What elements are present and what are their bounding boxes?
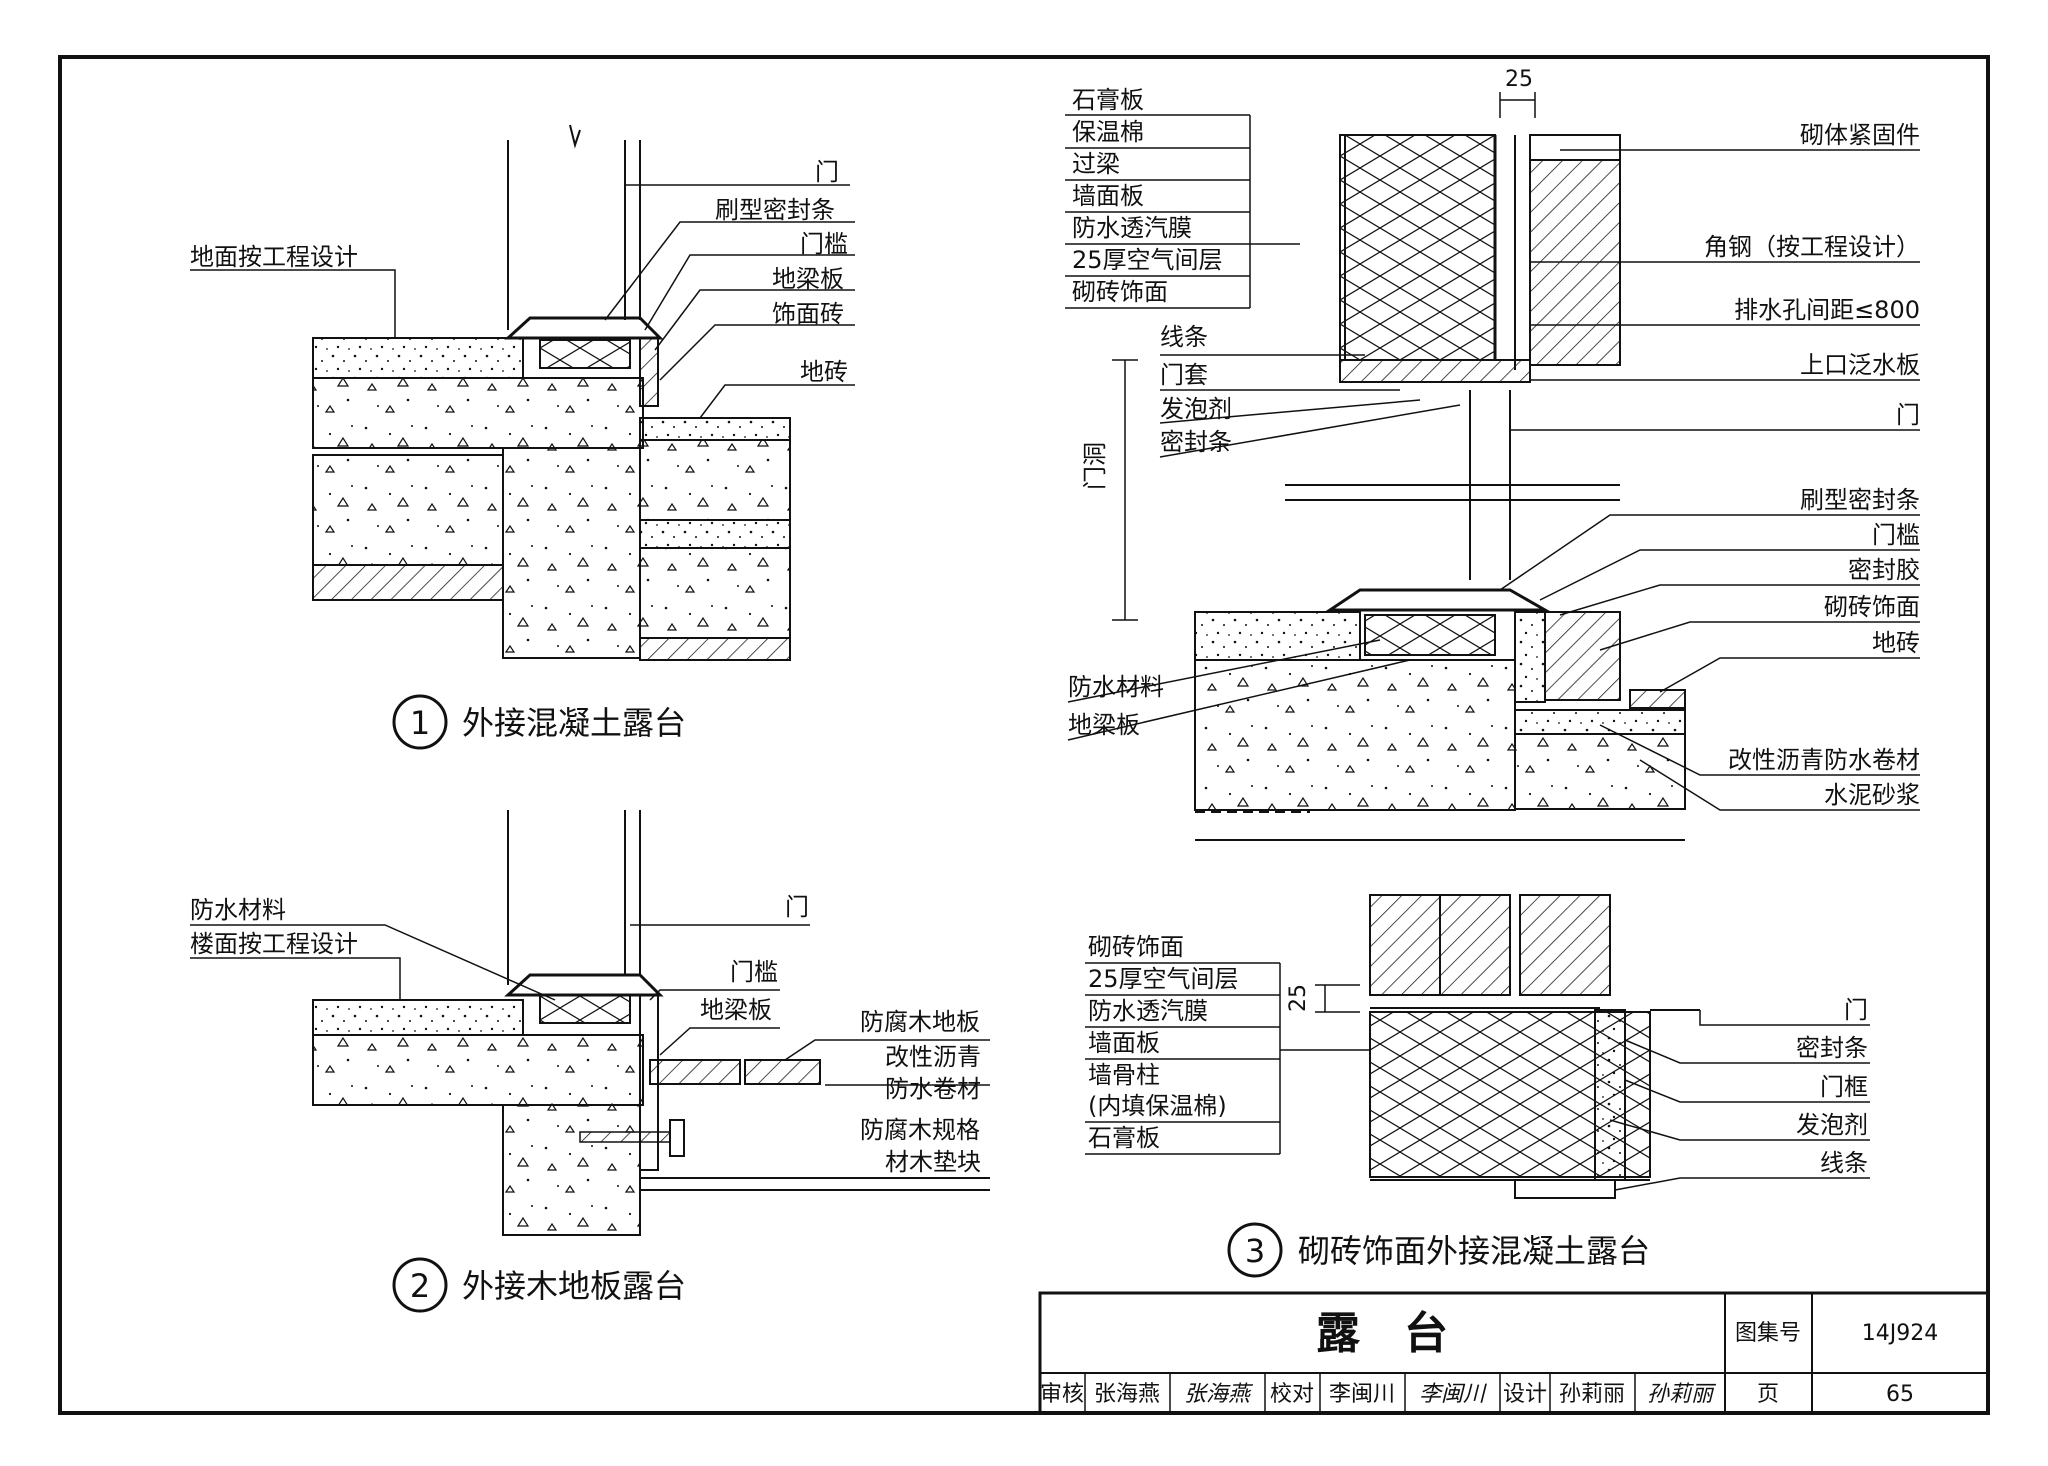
d2-label-ground-beam: 地梁板 <box>700 996 772 1024</box>
review-label: 审核 <box>1040 1382 1084 1407</box>
d3-label-threshold: 门槛 <box>1872 521 1920 549</box>
reviewer-name: 张海燕 <box>1094 1382 1160 1407</box>
d3-label-flashing: 上口泛水板 <box>1800 351 1920 379</box>
d2-label-wood-block: 材木垫块 <box>885 1148 981 1176</box>
sheet-title: 露 台 <box>1316 1308 1448 1359</box>
page-label: 页 <box>1757 1382 1779 1407</box>
d3-plan-right-foam: 发泡剂 <box>1796 1111 1868 1139</box>
title-block: 露 台 图集号 14J924 页 65 审核 张海燕 张海燕 校对 李闽川 李闽… <box>1038 1291 1990 1415</box>
d3-stack-1: 保温棉 <box>1072 118 1144 146</box>
d2-label-bitumen: 改性沥青 <box>885 1043 981 1071</box>
d3-plan-left-6: 石膏板 <box>1088 1124 1160 1152</box>
d3-stack-2: 过梁 <box>1072 150 1120 178</box>
detail-3-caption: 砌砖饰面外接混凝土露台 <box>1298 1232 1650 1270</box>
d2-label-membrane: 防水卷材 <box>885 1075 981 1103</box>
checker-name: 李闽川 <box>1329 1382 1395 1407</box>
d1-label-floor-design: 地面按工程设计 <box>190 243 358 271</box>
d3-plan-dim-25: 25 <box>1286 984 1311 1012</box>
atlas-no-label: 图集号 <box>1735 1321 1801 1346</box>
d3-plan: 25 砌砖饰面 25厚空气间层 防水透汽膜 墙面板 墙骨柱 (内填保温棉) 石膏… <box>1085 894 1870 1199</box>
d2-label-threshold: 门槛 <box>730 958 778 986</box>
detail-1: 门 刷型密封条 地面按工程设计 门槛 地梁板 饰面砖 地砖 1 外接混凝土露台 <box>190 124 855 750</box>
d3-label-brush-seal: 刷型密封条 <box>1800 486 1920 514</box>
detail-3: 25 门洞 石膏板 保温棉 过梁 墙面板 防水透汽膜 25厚空气间层 砌砖饰面 <box>1065 67 1920 1278</box>
d3-label-floor-tile: 地砖 <box>1872 629 1920 657</box>
d3-plan-left-2: 防水透汽膜 <box>1088 997 1208 1025</box>
d3-stack-4: 防水透汽膜 <box>1072 214 1192 242</box>
d3-label-drain-holes: 排水孔间距≤800 <box>1734 296 1920 324</box>
check-label: 校对 <box>1270 1382 1314 1407</box>
d3-plan-right-trim: 线条 <box>1820 1149 1868 1177</box>
d3-stack-0: 石膏板 <box>1072 86 1144 114</box>
d3-label-trim: 线条 <box>1160 323 1208 351</box>
detail-2: 门 防水材料 楼面按工程设计 门槛 地梁板 防腐木地板 改性沥青 防水卷材 防腐… <box>190 810 990 1313</box>
detail-1-number: 1 <box>410 704 430 742</box>
d1-label-brush-seal: 刷型密封条 <box>715 196 835 224</box>
d3-plan-right-door: 门 <box>1844 996 1868 1024</box>
checker-signature: 李闽川 <box>1419 1382 1487 1407</box>
sheet-border <box>58 55 1990 1415</box>
d1-label-facing-tile: 饰面砖 <box>772 300 844 328</box>
d3-label-ground-beam: 地梁板 <box>1068 711 1140 739</box>
reviewer-signature: 张海燕 <box>1184 1382 1254 1407</box>
d3-stack-6: 砌砖饰面 <box>1072 278 1168 306</box>
d3-label-foam: 发泡剂 <box>1160 395 1232 423</box>
detail-3-number: 3 <box>1245 1232 1265 1270</box>
d3-plan-left-4: 墙骨柱 <box>1088 1061 1160 1089</box>
d3-label-bitumen-membrane: 改性沥青防水卷材 <box>1728 746 1920 774</box>
d3-dim-25: 25 <box>1505 67 1533 92</box>
atlas-no: 14J924 <box>1862 1321 1938 1346</box>
d3-plan-right-frame: 门框 <box>1820 1073 1868 1101</box>
d3-plan-left-3: 墙面板 <box>1088 1029 1160 1057</box>
detail-2-caption: 外接木地板露台 <box>462 1267 686 1305</box>
d3-left-stack: 石膏板 保温棉 过梁 墙面板 防水透汽膜 25厚空气间层 砌砖饰面 <box>1065 86 1300 309</box>
designer-name: 孙莉丽 <box>1559 1382 1625 1407</box>
d3-plan-left-5: (内填保温棉) <box>1088 1092 1227 1120</box>
d2-label-door: 门 <box>785 893 809 921</box>
d1-label-door: 门 <box>815 158 839 186</box>
d3-label-cement-mortar: 水泥砂浆 <box>1824 781 1920 809</box>
d3-stack-3: 墙面板 <box>1072 182 1144 210</box>
d2-label-wood-deck: 防腐木地板 <box>860 1008 980 1036</box>
d2-label-wood-spec: 防腐木规格 <box>860 1116 980 1144</box>
d3-label-angle-steel: 角钢（按工程设计） <box>1704 233 1920 261</box>
detail-1-caption: 外接混凝土露台 <box>462 704 686 742</box>
d1-label-floor-tile: 地砖 <box>800 358 848 386</box>
d3-label-masonry-tie: 砌体紧固件 <box>1800 121 1920 149</box>
designer-signature: 孙莉丽 <box>1647 1382 1717 1407</box>
page-number: 65 <box>1886 1382 1914 1407</box>
d3-label-sealant: 密封胶 <box>1848 556 1920 584</box>
d1-label-ground-beam: 地梁板 <box>772 265 844 293</box>
d1-label-threshold: 门槛 <box>800 230 848 258</box>
d3-label-door: 门 <box>1896 401 1920 429</box>
d3-label-brick-facing: 砌砖饰面 <box>1824 593 1920 621</box>
d3-label-seal-strip: 密封条 <box>1160 428 1232 456</box>
d3-plan-right-seal: 密封条 <box>1796 1034 1868 1062</box>
d2-label-floor-design: 楼面按工程设计 <box>190 930 358 958</box>
detail-2-number: 2 <box>410 1267 430 1305</box>
d3-plan-left-1: 25厚空气间层 <box>1088 965 1239 993</box>
d2-label-waterproof: 防水材料 <box>190 896 286 924</box>
d3-label-door-casing: 门套 <box>1160 361 1208 389</box>
d3-label-waterproof: 防水材料 <box>1068 673 1164 701</box>
d3-stack-5: 25厚空气间层 <box>1072 246 1223 274</box>
d3-plan-left-0: 砌砖饰面 <box>1088 933 1184 961</box>
d3-opening-label: 门洞 <box>1081 442 1109 490</box>
design-label: 设计 <box>1503 1382 1547 1407</box>
d3-right-labels: 砌体紧固件 角钢（按工程设计） 排水孔间距≤800 上口泛水板 门 刷型密封条 … <box>1499 121 1920 811</box>
